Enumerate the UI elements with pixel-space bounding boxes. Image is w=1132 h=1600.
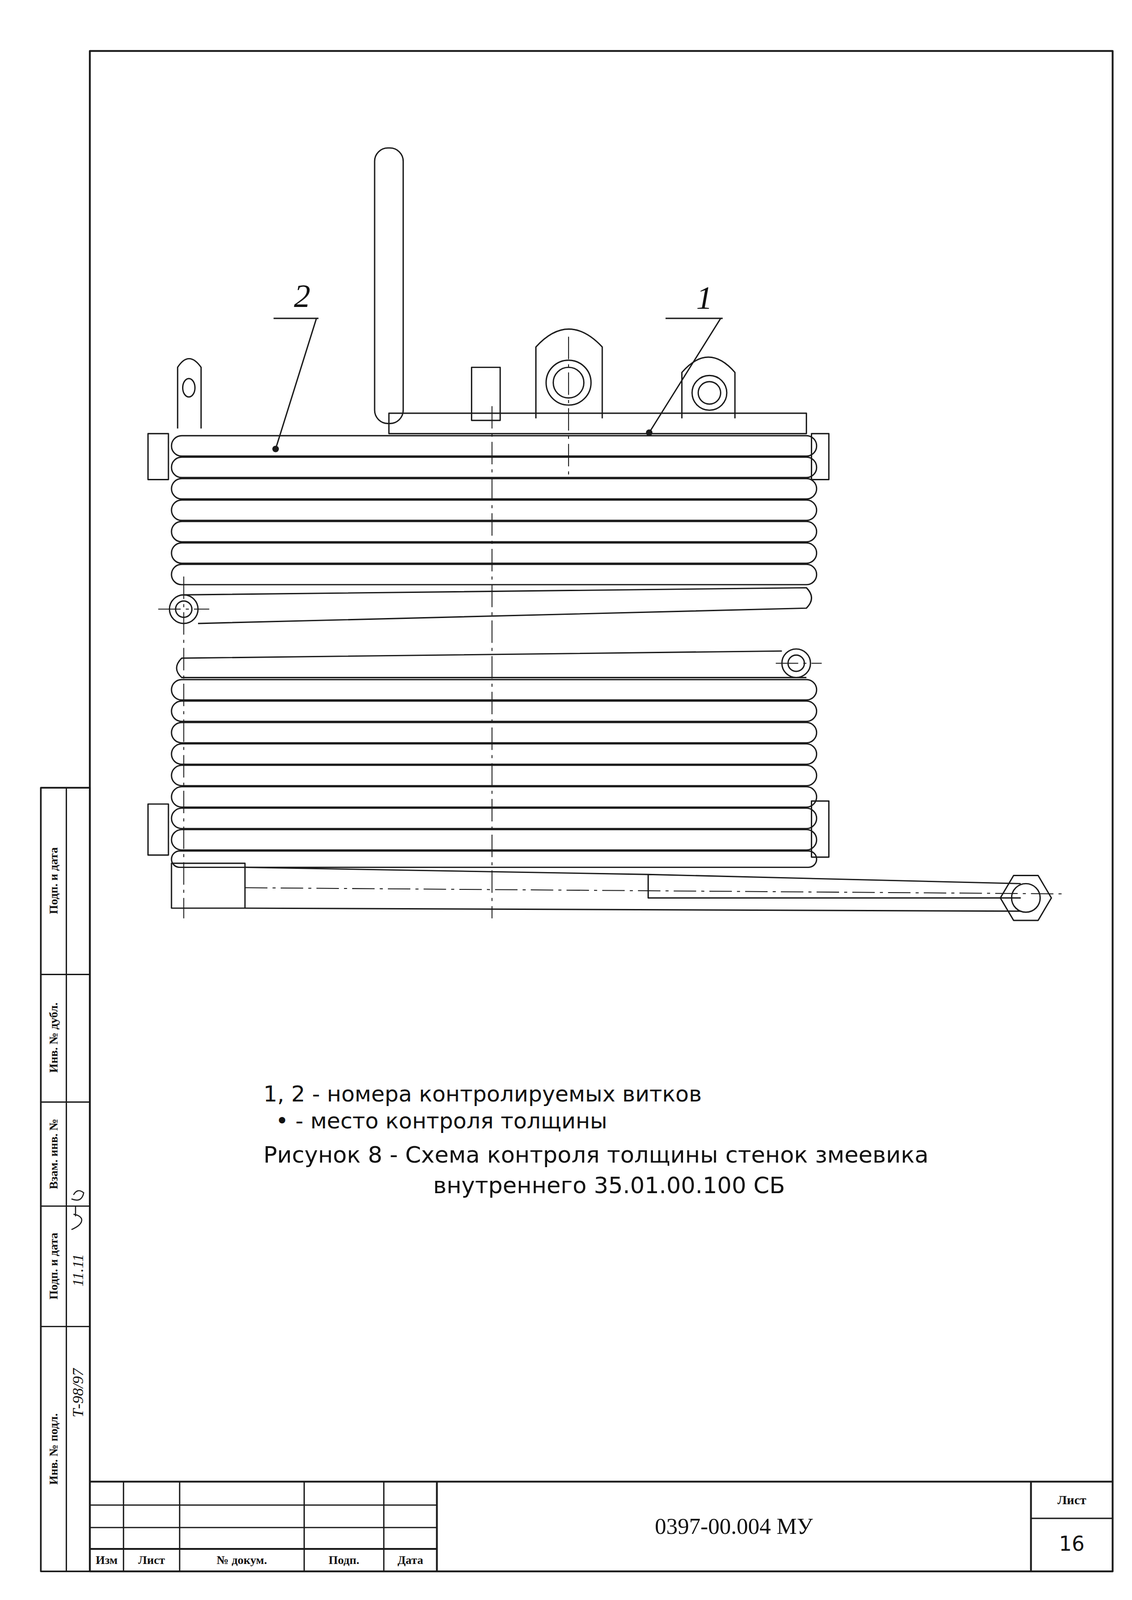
legend-note: • - место контроля толщины bbox=[275, 1108, 608, 1134]
coil-turns-upper bbox=[169, 435, 817, 624]
handwritten-note: Т-98/97 bbox=[69, 1368, 88, 1419]
clamps bbox=[147, 433, 829, 858]
check-points bbox=[272, 429, 653, 453]
table-cell: Лист bbox=[138, 1554, 166, 1568]
sheet-frame bbox=[89, 51, 1113, 1572]
pipes bbox=[374, 147, 807, 434]
title-block bbox=[89, 1481, 1113, 1572]
document-code: 0397-00.004 МУ bbox=[654, 1513, 814, 1541]
table-cell: Лист bbox=[1057, 1493, 1087, 1508]
lifting-lugs bbox=[177, 328, 736, 429]
legend-note: 1, 2 - номера контролируемых витков bbox=[263, 1081, 702, 1107]
coil-illustration bbox=[40, 51, 1113, 1572]
table-cell: Изм bbox=[95, 1554, 118, 1568]
table-cell: Подп. bbox=[328, 1554, 360, 1568]
stamp-heading: Подп. и дата bbox=[46, 847, 61, 915]
handwritten-note: 11.11 bbox=[69, 1254, 88, 1288]
sheet-number: 16 bbox=[1058, 1533, 1085, 1557]
table-cell: № докум. bbox=[216, 1554, 267, 1568]
outlet-pipe bbox=[171, 863, 1052, 921]
stamp-heading: Взам. инв. № bbox=[46, 1119, 61, 1190]
callout-number: 1 bbox=[696, 279, 713, 318]
figure-caption: Рисунок 8 - Схема контроля толщины стено… bbox=[263, 1140, 1045, 1202]
coil-turns-lower bbox=[171, 649, 817, 868]
callout-number: 2 bbox=[293, 276, 311, 315]
stamp-heading: Инв. № дубл. bbox=[46, 1002, 61, 1074]
center-lines bbox=[158, 336, 1062, 919]
side-stamp bbox=[40, 787, 90, 1572]
table-cell: Дата bbox=[397, 1554, 423, 1568]
signature bbox=[71, 1191, 84, 1231]
stamp-heading: Подп. и дата bbox=[46, 1233, 61, 1301]
stamp-heading: Инв. № подл. bbox=[46, 1413, 61, 1486]
leader-lines bbox=[273, 318, 723, 449]
